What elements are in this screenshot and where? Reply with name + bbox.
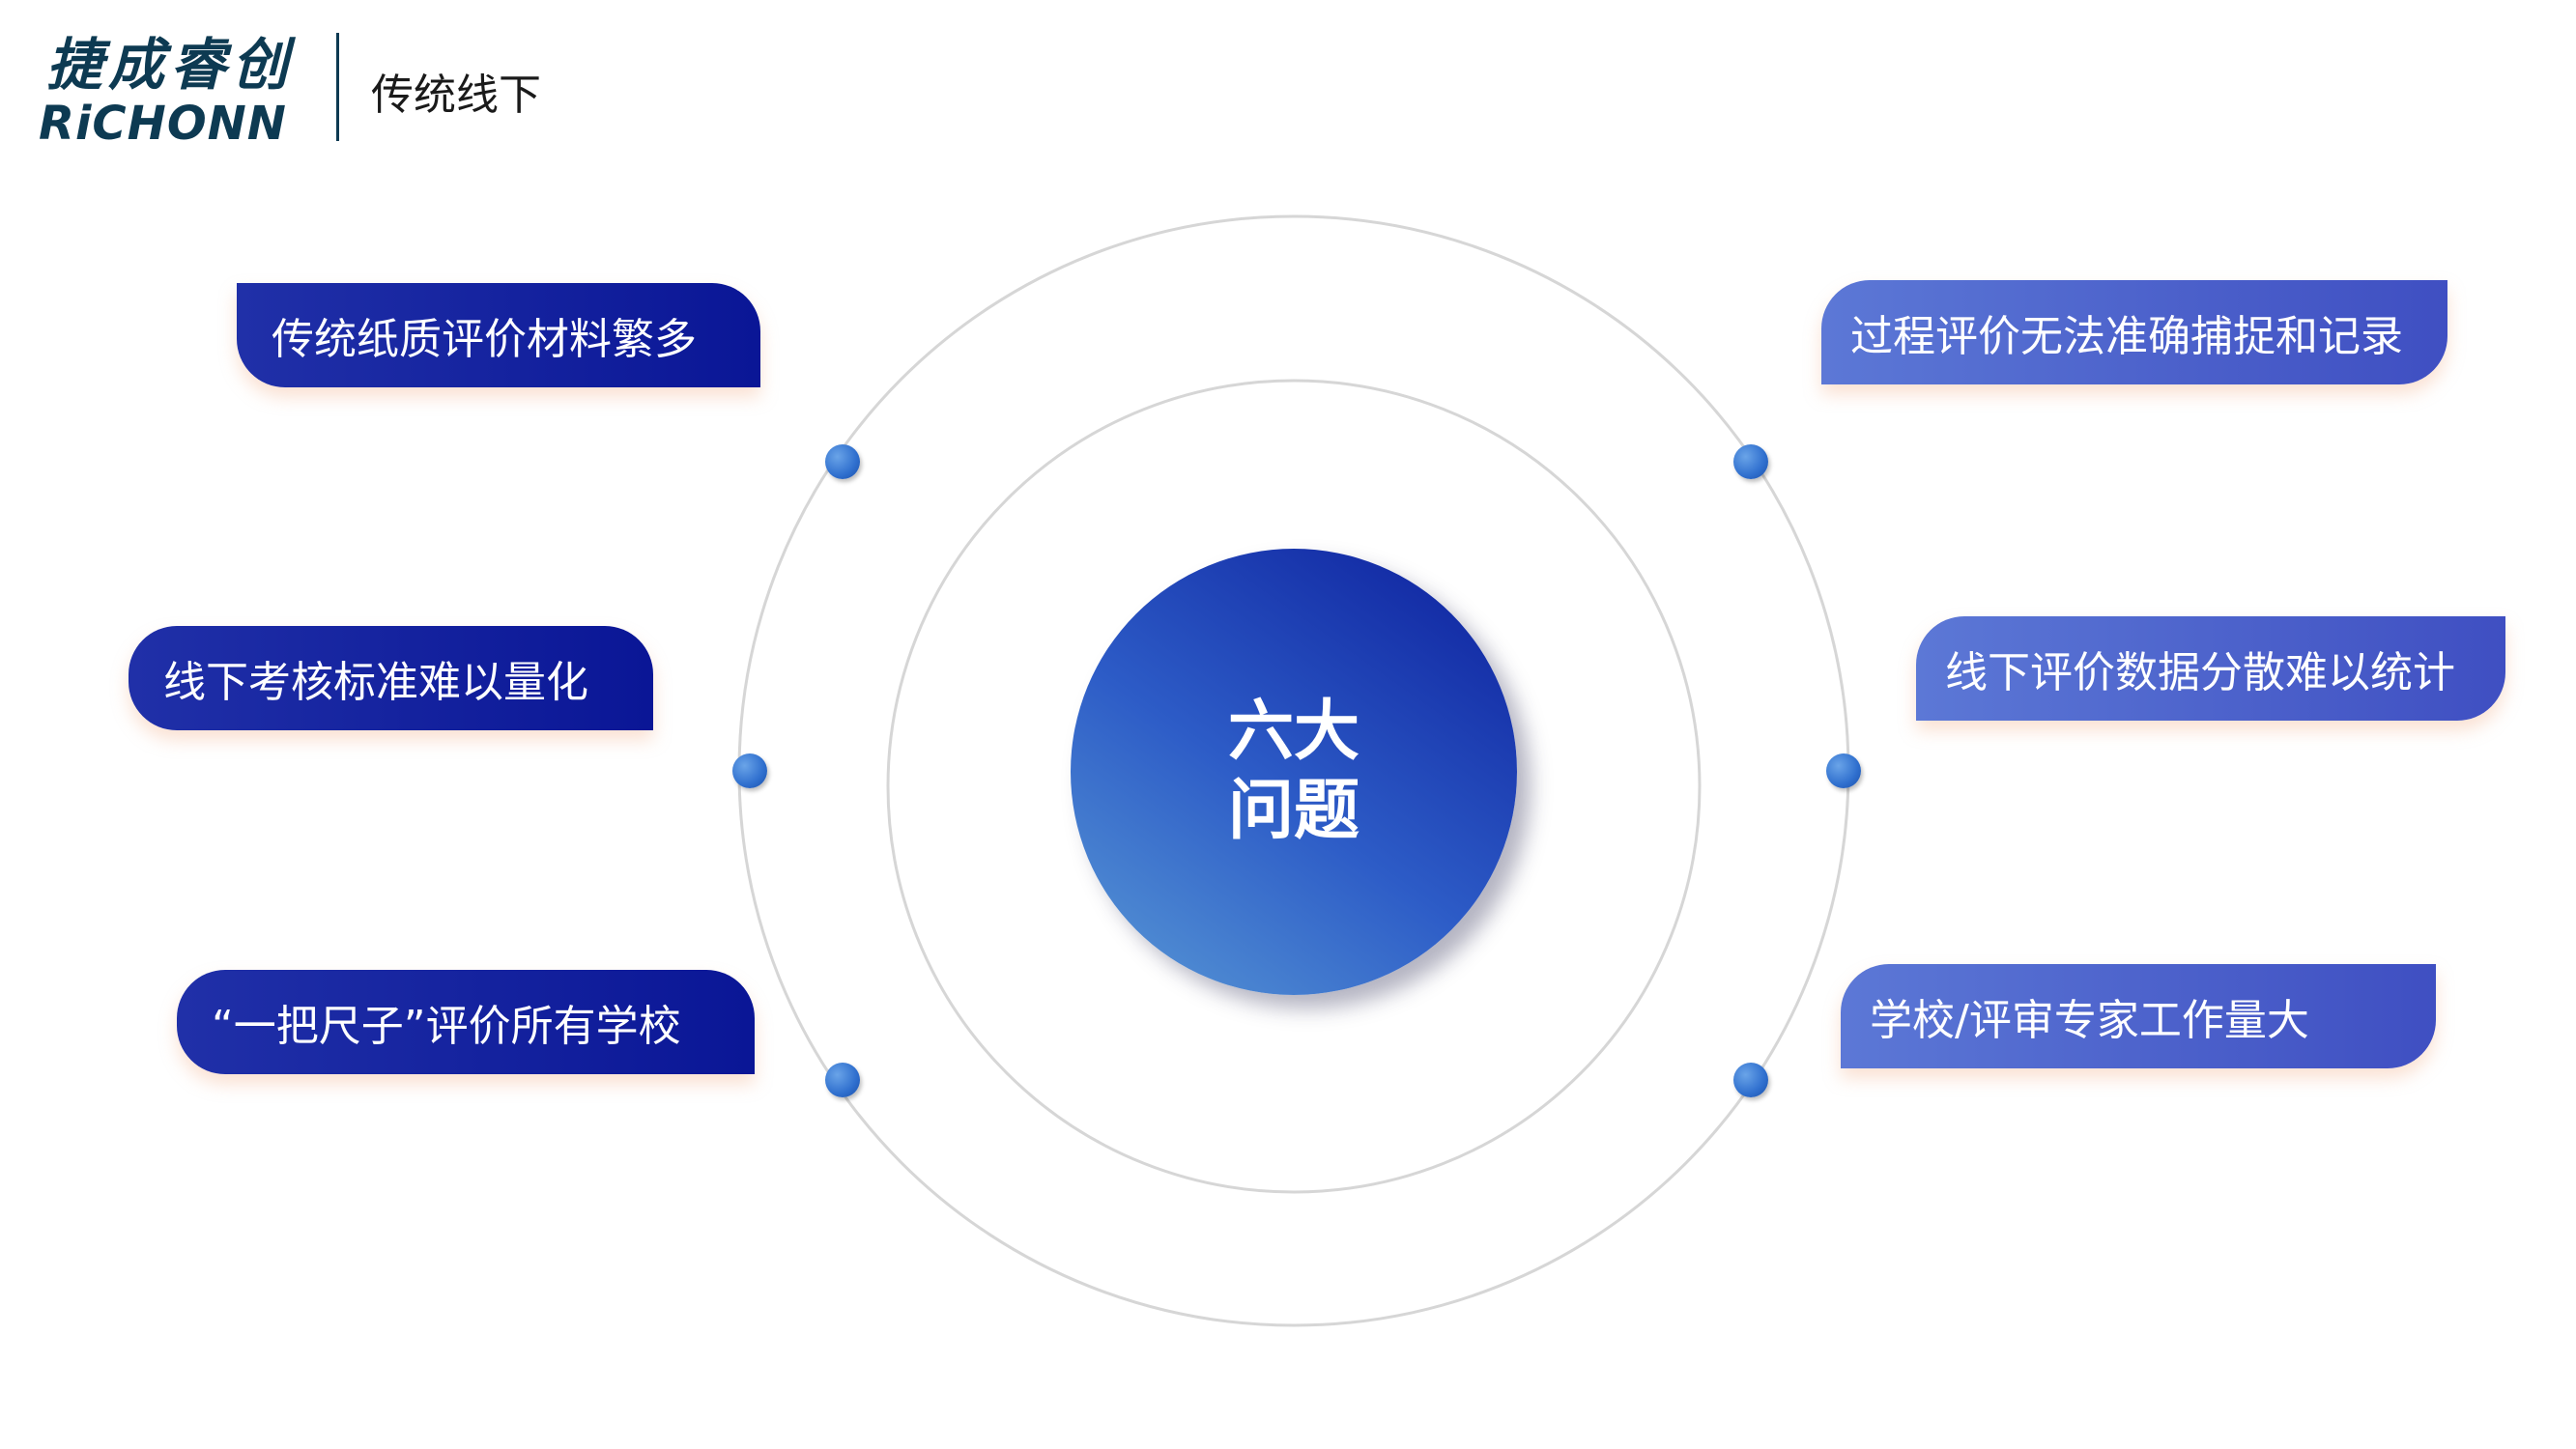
page-title: 传统线下 — [371, 71, 541, 120]
logo-divider — [336, 33, 339, 141]
issue-label-one-ruler: “一把尺子”评价所有学校 — [177, 970, 755, 1074]
center-title-line2: 问题 — [1227, 773, 1360, 849]
issue-label-scattered-data: 线下评价数据分散难以统计 — [1916, 616, 2505, 721]
ring-dot-top-left — [825, 444, 860, 479]
logo-chinese: 捷成睿创 — [46, 32, 295, 98]
center-title-line1: 六大 — [1227, 694, 1360, 770]
issue-label-workload: 学校/评审专家工作量大 — [1841, 964, 2436, 1068]
issue-label-paper-materials: 传统纸质评价材料繁多 — [237, 283, 760, 387]
ring-dot-top-right — [1733, 444, 1768, 479]
ring-dot-mid-left — [732, 753, 767, 788]
inner-ring — [886, 379, 1702, 1194]
ring-dot-mid-right — [1826, 753, 1861, 788]
ring-dot-bottom-left — [825, 1063, 860, 1097]
issue-label-hard-to-quantify: 线下考核标准难以量化 — [129, 626, 653, 730]
ring-dot-bottom-right — [1733, 1063, 1768, 1097]
issue-label-process-record: 过程评价无法准确捕捉和记录 — [1821, 280, 2447, 384]
logo-english: RiCHONN — [39, 97, 287, 151]
center-circle: 六大 问题 — [1071, 549, 1517, 995]
